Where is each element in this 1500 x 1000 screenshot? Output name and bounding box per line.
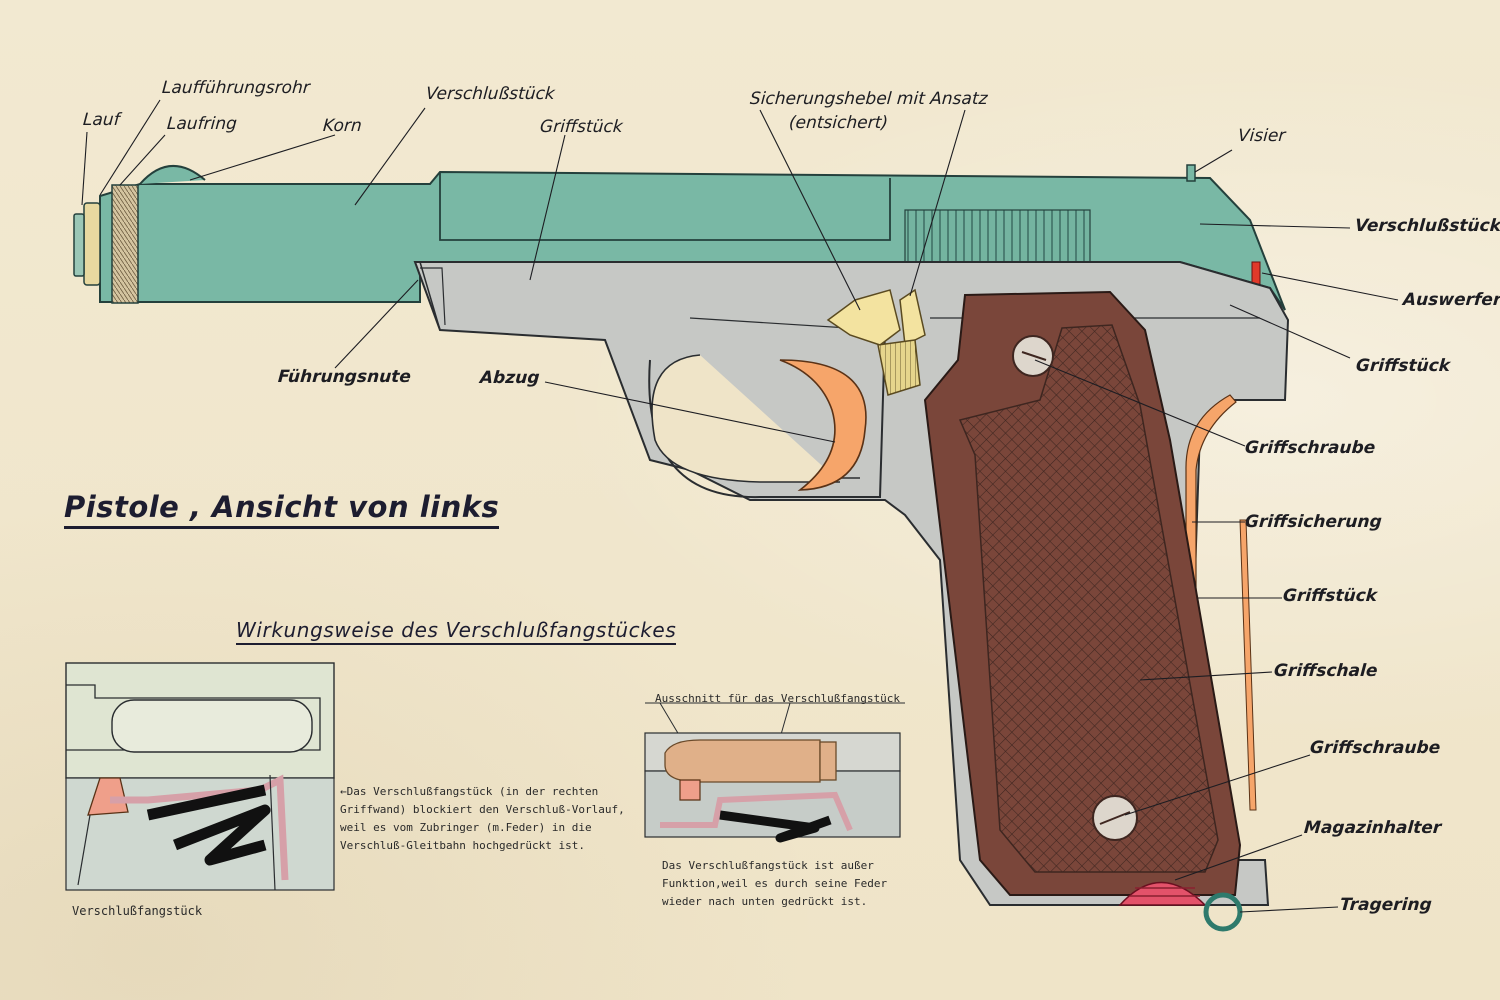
- grip-panel: [923, 290, 1242, 906]
- front-sight: [139, 165, 206, 185]
- label-griffschale: Griffschale: [1273, 661, 1379, 681]
- label-lauf: Lauf: [82, 110, 121, 130]
- detail-left-part-label: Verschlußfangstück: [72, 904, 203, 918]
- note-line: Verschluß-Gleitbahn hochgedrückt ist.: [340, 839, 586, 852]
- slide: [73, 164, 1286, 311]
- barrel-ring: [111, 184, 139, 304]
- label-abzug: Abzug: [479, 368, 541, 388]
- trigger-guard-opening: [651, 354, 840, 483]
- leader-lines: [81, 99, 1399, 913]
- note-line: Griffwand) blockiert den Verschluß-Vorla…: [340, 803, 625, 816]
- label-lauffuehrungsrohr: Laufführungsrohr: [161, 78, 311, 98]
- label-griffschraube-1: Griffschraube: [1244, 438, 1376, 458]
- label-griffstueck-top: Griffstück: [539, 117, 624, 137]
- ejector: [1251, 261, 1261, 285]
- cartridge: [664, 739, 821, 783]
- label-magazinhalter: Magazinhalter: [1303, 818, 1442, 838]
- label-verschlussstueck-top: Verschlußstück: [425, 84, 556, 104]
- label-griffstueck-lower: Griffstück: [1282, 586, 1378, 606]
- label-auswerfer: Auswerfer: [1402, 290, 1500, 310]
- note-line: Das Verschlußfangstück ist außer: [662, 859, 874, 872]
- detail-right-drawing: [644, 702, 905, 843]
- poster-subtitle: Wirkungsweise des Verschlußfangstückes: [236, 618, 677, 645]
- label-griffstueck-right: Griffstück: [1355, 356, 1451, 376]
- label-sicherungshebel: Sicherungshebel mit Ansatz: [749, 89, 989, 109]
- label-verschlussstueck-right: Verschlußstück: [1354, 216, 1500, 236]
- label-visier: Visier: [1237, 126, 1287, 146]
- label-fuehrungsnute: Führungsnute: [277, 367, 412, 387]
- label-griffschraube-2: Griffschraube: [1309, 738, 1441, 758]
- safety-lever: [826, 288, 926, 396]
- label-korn: Korn: [322, 116, 363, 136]
- slide-serrations: [904, 209, 1091, 269]
- detail-left-note: ←Das Verschlußfangstück (in der rechten …: [340, 783, 625, 855]
- label-entsichert: (entsichert): [788, 113, 889, 133]
- note-line: wieder nach unten gedrückt ist.: [662, 895, 868, 908]
- note-line: ←Das Verschlußfangstück (in der rechten: [340, 785, 599, 798]
- barrel-muzzle: [83, 202, 101, 286]
- label-laufring: Laufring: [166, 114, 238, 134]
- detail-left-drawing: [65, 662, 335, 891]
- detail-right-note: Das Verschlußfangstück ist außer Funktio…: [662, 857, 887, 911]
- label-griffsicherung: Griffsicherung: [1244, 512, 1383, 532]
- poster-title: Pistole , Ansicht von links: [64, 490, 500, 529]
- rear-sight: [1186, 164, 1196, 182]
- trigger: [779, 359, 867, 491]
- detail-right-top-label: Ausschnitt für das Verschlußfangstück: [655, 692, 901, 705]
- label-tragering: Tragering: [1339, 895, 1433, 915]
- note-line: weil es vom Zubringer (m.Feder) in die: [340, 821, 592, 834]
- note-line: Funktion,weil es durch seine Feder: [662, 877, 888, 890]
